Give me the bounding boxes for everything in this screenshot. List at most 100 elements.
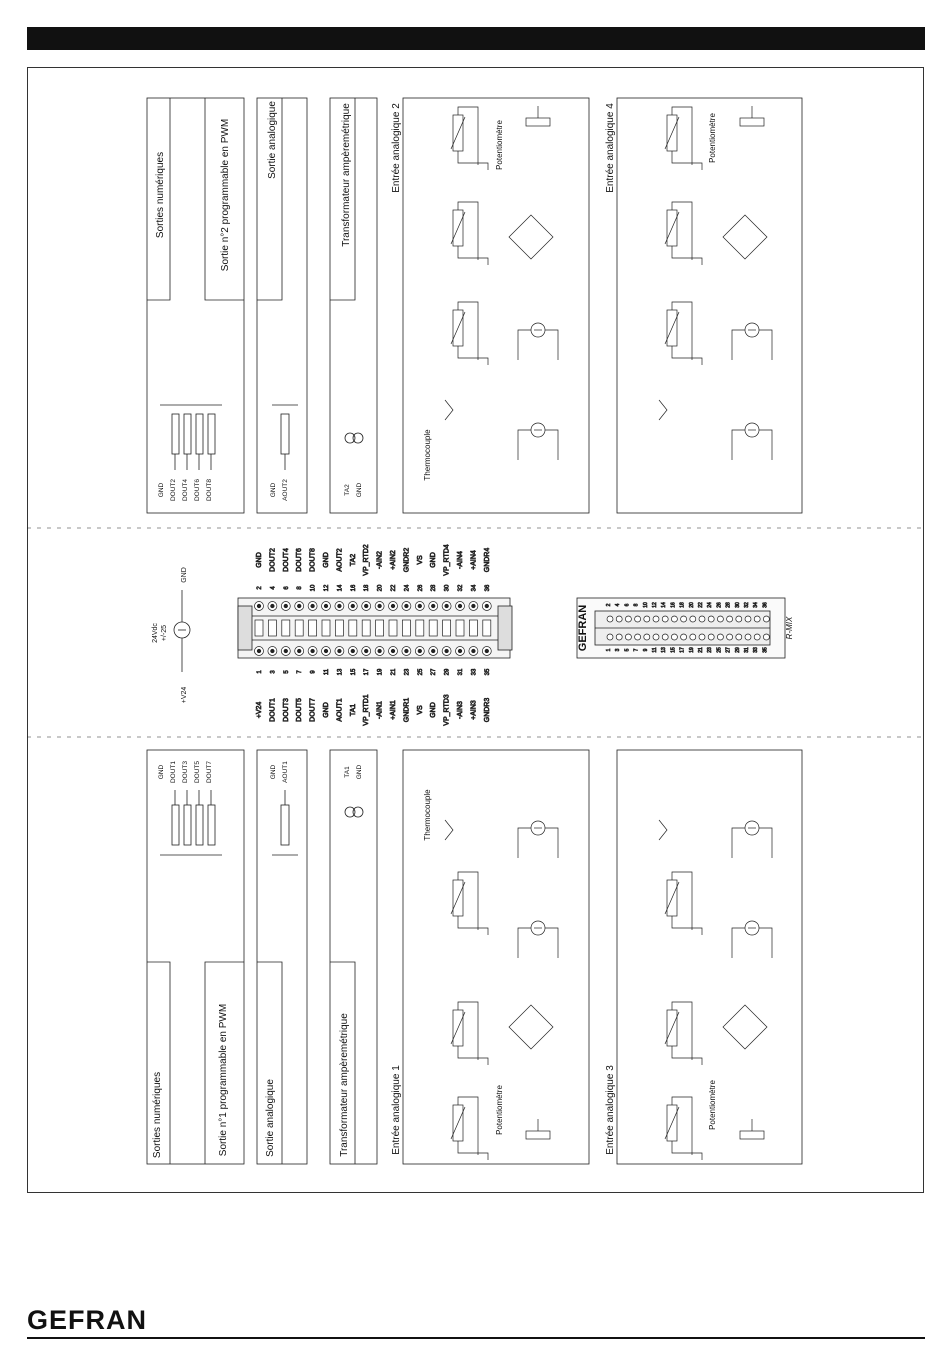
terminal-pin-label: DOUT8 bbox=[310, 548, 317, 572]
terminal-pin-label: VS bbox=[417, 705, 424, 715]
terminal-pin-number: 30 bbox=[445, 584, 451, 591]
terminal-pin-label: VS bbox=[417, 555, 424, 565]
supply-gnd-pin: GND bbox=[181, 567, 188, 583]
source-lead bbox=[759, 827, 773, 858]
module-terminal bbox=[661, 633, 669, 641]
terminal-pin-label: VP_RTD4 bbox=[444, 544, 451, 575]
rtd-lead bbox=[671, 1096, 693, 1155]
module-terminal bbox=[707, 615, 715, 623]
left-ct-pin: TA1 bbox=[344, 766, 351, 778]
rtd-lead bbox=[671, 301, 693, 360]
terminal-clamp bbox=[455, 619, 465, 637]
supply-tolerance-label: +/-25 bbox=[161, 625, 168, 641]
strain-gauge-bridge bbox=[508, 214, 554, 260]
terminal-pin-label: +V24 bbox=[256, 702, 263, 719]
module-terminal bbox=[744, 615, 752, 623]
rtd-lead bbox=[671, 346, 703, 365]
terminal-pin-label: VP_RTD2 bbox=[363, 544, 370, 575]
right-ct-pin: TA2 bbox=[344, 484, 351, 496]
module-terminal bbox=[671, 633, 678, 641]
module-pin-number: 22 bbox=[698, 602, 704, 608]
terminal-screw-center bbox=[404, 603, 409, 609]
rtd-lead bbox=[457, 1046, 489, 1065]
module-pin-number: 3 bbox=[615, 648, 621, 651]
terminal-screw-center bbox=[417, 603, 422, 609]
right-ct-title: Transformateur ampèremétrique bbox=[341, 103, 352, 247]
left-digital-pin: DOUT3 bbox=[182, 761, 189, 783]
terminal-pin-label: DOUT1 bbox=[269, 698, 276, 722]
terminal-pin-number: 6 bbox=[284, 586, 290, 590]
terminal-clamp bbox=[335, 619, 344, 637]
terminal-pin-label: +AIN4 bbox=[470, 550, 477, 570]
module-terminal bbox=[634, 615, 641, 623]
module-terminal bbox=[744, 633, 752, 641]
terminal-pin-label: +AIN3 bbox=[470, 700, 477, 720]
source-lead bbox=[731, 927, 745, 958]
terminal-pin-number: 27 bbox=[431, 668, 437, 675]
terminal-screw-center bbox=[256, 648, 262, 654]
module-terminal bbox=[698, 633, 706, 641]
left-digital-pin: DOUT1 bbox=[170, 761, 177, 783]
module-terminal bbox=[689, 633, 697, 641]
terminal-clamp bbox=[254, 619, 264, 637]
module-terminal bbox=[717, 615, 724, 623]
terminal-clamp bbox=[402, 619, 411, 637]
module-terminal bbox=[661, 615, 669, 623]
rtd-lead bbox=[457, 346, 489, 365]
terminal-pin-number: 22 bbox=[391, 584, 397, 591]
left-digital-pin: DOUT5 bbox=[194, 761, 201, 783]
terminal-pin-label: DOUT3 bbox=[283, 698, 290, 722]
terminal-pin-number: 4 bbox=[270, 586, 276, 590]
terminal-screw-center bbox=[377, 603, 382, 609]
supply-plus-pin: +V24 bbox=[181, 687, 188, 704]
terminal-clamp bbox=[442, 619, 451, 637]
terminal-pin-label: +AIN2 bbox=[390, 550, 397, 570]
module-terminal bbox=[763, 615, 770, 623]
terminal-pin-label: DOUT7 bbox=[310, 698, 317, 722]
module-terminal bbox=[689, 615, 697, 623]
terminal-pin-number: 1 bbox=[257, 670, 263, 674]
rtd-lead bbox=[457, 151, 489, 170]
module-terminal bbox=[698, 615, 706, 623]
rtd-lead bbox=[457, 1096, 479, 1155]
module-pin-number: 20 bbox=[689, 602, 695, 608]
module-pin-number: 24 bbox=[707, 602, 713, 608]
terminal-pin-number: 28 bbox=[431, 584, 437, 591]
source-lead bbox=[545, 429, 559, 460]
rtd-lead bbox=[671, 1046, 703, 1065]
rtd-arrow bbox=[664, 211, 680, 245]
right-input-b-title: Entrée analogique 4 bbox=[605, 103, 616, 193]
terminal-pin-label: GND bbox=[430, 702, 437, 718]
right-digital-pin: GND bbox=[158, 482, 165, 497]
terminal-pin-number: 16 bbox=[351, 584, 357, 591]
module-pin-number: 5 bbox=[624, 648, 630, 651]
diagram-frame bbox=[27, 67, 924, 1193]
header-bar bbox=[27, 27, 925, 50]
rtd-lead bbox=[457, 1141, 489, 1160]
terminal-screw-center bbox=[471, 648, 476, 654]
rtd-arrow bbox=[664, 1106, 680, 1140]
terminal-pin-number: 36 bbox=[485, 584, 491, 591]
terminal-screw-center bbox=[457, 603, 463, 609]
terminal-pin-number: 32 bbox=[458, 584, 464, 591]
terminal-pin-number: 11 bbox=[324, 668, 330, 675]
terminal-pin-number: 33 bbox=[471, 668, 477, 675]
source-lead bbox=[759, 429, 773, 460]
left-analog-pin: AOUT1 bbox=[282, 761, 289, 783]
left-digital-pin: DOUT7 bbox=[206, 761, 213, 783]
left-analog-pin: GND bbox=[270, 764, 277, 779]
rtd-lead bbox=[671, 871, 693, 930]
module-terminal bbox=[615, 615, 623, 623]
right-digital-pin: DOUT4 bbox=[182, 479, 189, 501]
terminal-pin-label: DOUT6 bbox=[296, 548, 303, 572]
left-digital-pin: GND bbox=[158, 764, 165, 779]
right-analog-out-title: Sortie analogique bbox=[267, 101, 278, 179]
module-terminal bbox=[634, 633, 641, 641]
gefran-logo: GEFRAN bbox=[27, 1305, 147, 1335]
rtd-arrow bbox=[450, 1011, 466, 1045]
right-analog-pin: GND bbox=[270, 482, 277, 497]
terminal-pin-label: TA1 bbox=[350, 704, 357, 716]
terminal-clamp bbox=[281, 619, 291, 637]
module-terminal bbox=[680, 615, 687, 623]
